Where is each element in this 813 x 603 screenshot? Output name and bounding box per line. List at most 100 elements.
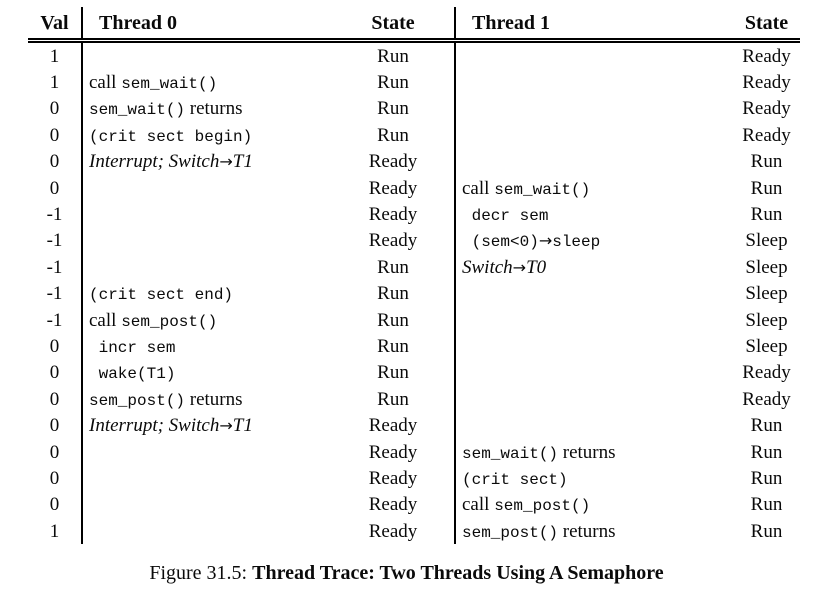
thread0-cell <box>82 439 332 465</box>
thread0-cell <box>82 492 332 518</box>
state1-cell: Run <box>733 465 800 491</box>
thread1-cell: sem_wait() returns <box>455 439 733 465</box>
cell-text: Run <box>377 283 409 305</box>
state1-cell: Ready <box>733 96 800 122</box>
state0-cell: Run <box>332 280 456 307</box>
state1-cell: Run <box>733 492 800 518</box>
thread0-cell <box>82 518 332 544</box>
cell-text: Run <box>377 98 409 120</box>
cell-text: Run <box>750 204 783 226</box>
thread1-cell <box>455 412 733 438</box>
state0-cell: Ready <box>332 491 456 519</box>
cell-text: returns <box>558 441 616 463</box>
cell-text: 1 <box>49 520 60 542</box>
cell-text: 1 <box>49 45 60 67</box>
cell-text: Run <box>377 388 409 410</box>
table-row: 0 incr sem Run Sleep <box>28 333 800 360</box>
thread0-cell: Interrupt; Switch→T1 <box>82 412 332 438</box>
val-cell: 0 <box>28 359 83 387</box>
thread1-cell <box>455 41 733 70</box>
cell-text: sem_post() <box>494 497 591 516</box>
cell-text: 0 <box>49 335 60 357</box>
thread0-cell: call sem_wait() <box>82 69 332 95</box>
cell-text: Run <box>377 309 409 331</box>
val-cell: -1 <box>28 254 83 281</box>
cell-text: → <box>219 152 233 172</box>
cell-text: Sleep <box>745 283 788 305</box>
thread0-cell: sem_wait() returns <box>82 96 332 122</box>
val-cell: 0 <box>28 412 83 439</box>
cell-text: Ready <box>368 415 418 437</box>
cell-text: Sleep <box>745 230 788 252</box>
val-cell: -1 <box>28 280 83 307</box>
val-cell: -1 <box>28 201 83 228</box>
thread1-cell: sem_post() returns <box>455 518 733 544</box>
val-cell: 0 <box>28 465 83 492</box>
thread1-cell <box>455 307 733 333</box>
cell-text: sem_wait() <box>121 75 218 94</box>
cell-text: Ready <box>742 45 791 67</box>
cell-text: sem_wait() <box>494 180 591 199</box>
val-cell: 1 <box>28 518 83 545</box>
cell-text: Run <box>750 520 783 542</box>
cell-text: -1 <box>46 309 63 331</box>
thread0-cell <box>82 228 332 254</box>
cell-text: Ready <box>742 72 791 94</box>
cell-text: Ready <box>368 520 418 542</box>
cell-text: 0 <box>49 98 60 120</box>
cell-text: 0 <box>49 362 60 384</box>
header-row: Val Thread 0 State Thread 1 State <box>28 7 800 43</box>
cell-text: Run <box>750 177 783 199</box>
cell-text: Run <box>377 362 409 384</box>
cell-text: -1 <box>46 230 63 252</box>
cell-text: T1 <box>232 151 253 173</box>
state1-cell: Ready <box>733 41 800 70</box>
thread1-cell: Switch→T0 <box>455 254 733 280</box>
state1-cell: Run <box>733 149 800 175</box>
cell-text: Ready <box>368 441 418 463</box>
figure-caption: Figure 31.5: Thread Trace: Two Threads U… <box>0 562 813 585</box>
state0-cell: Run <box>332 359 456 387</box>
state1-cell: Run <box>733 412 800 438</box>
figure-title: Thread Trace: Two Threads Using A Semaph… <box>252 562 664 584</box>
cell-text: call <box>89 72 122 94</box>
cell-text: (crit sect) <box>462 470 568 489</box>
state0-cell: Run <box>332 386 456 413</box>
cell-text: → <box>512 257 527 277</box>
table-row: 0 sem_wait() returns Run Ready <box>28 95 800 123</box>
table-row: 0 Interrupt; Switch→T1 Ready Run <box>28 412 800 439</box>
thread0-cell: (crit sect begin) <box>82 122 332 148</box>
table-row: -1 Ready (sem<0)→sleep Sleep <box>28 227 800 255</box>
thread1-cell: (sem<0)→sleep <box>455 228 733 254</box>
cell-text: Ready <box>368 230 418 252</box>
state0-cell: Run <box>332 95 456 123</box>
cell-text: -1 <box>46 256 63 278</box>
cell-text: returns <box>558 520 616 542</box>
cell-text: T1 <box>232 415 253 437</box>
cell-text: call <box>462 494 495 516</box>
cell-text: Sleep <box>745 335 788 357</box>
thread1-cell: call sem_wait() <box>455 175 733 201</box>
col-header-thread1: Thread 1 <box>455 7 733 43</box>
state0-cell: Run <box>332 333 456 360</box>
cell-text: incr sem <box>89 338 176 357</box>
cell-text: Ready <box>742 362 791 384</box>
state1-cell: Ready <box>733 360 800 386</box>
thread0-cell: call sem_post() <box>82 307 332 333</box>
col-header-state0: State <box>332 7 456 43</box>
table-row: 1 Ready sem_post() returns Run <box>28 518 800 545</box>
thread0-cell: incr sem <box>82 333 332 359</box>
cell-text: 0 <box>49 494 60 516</box>
cell-text: Ready <box>742 124 791 146</box>
thread1-cell: (crit sect) <box>455 465 733 491</box>
cell-text: call <box>89 309 122 331</box>
cell-text: T0 <box>526 256 547 278</box>
state1-cell: Sleep <box>733 307 800 333</box>
thread1-cell: decr sem <box>455 201 733 227</box>
cell-text: Run <box>377 124 409 146</box>
cell-text: 0 <box>49 415 60 437</box>
